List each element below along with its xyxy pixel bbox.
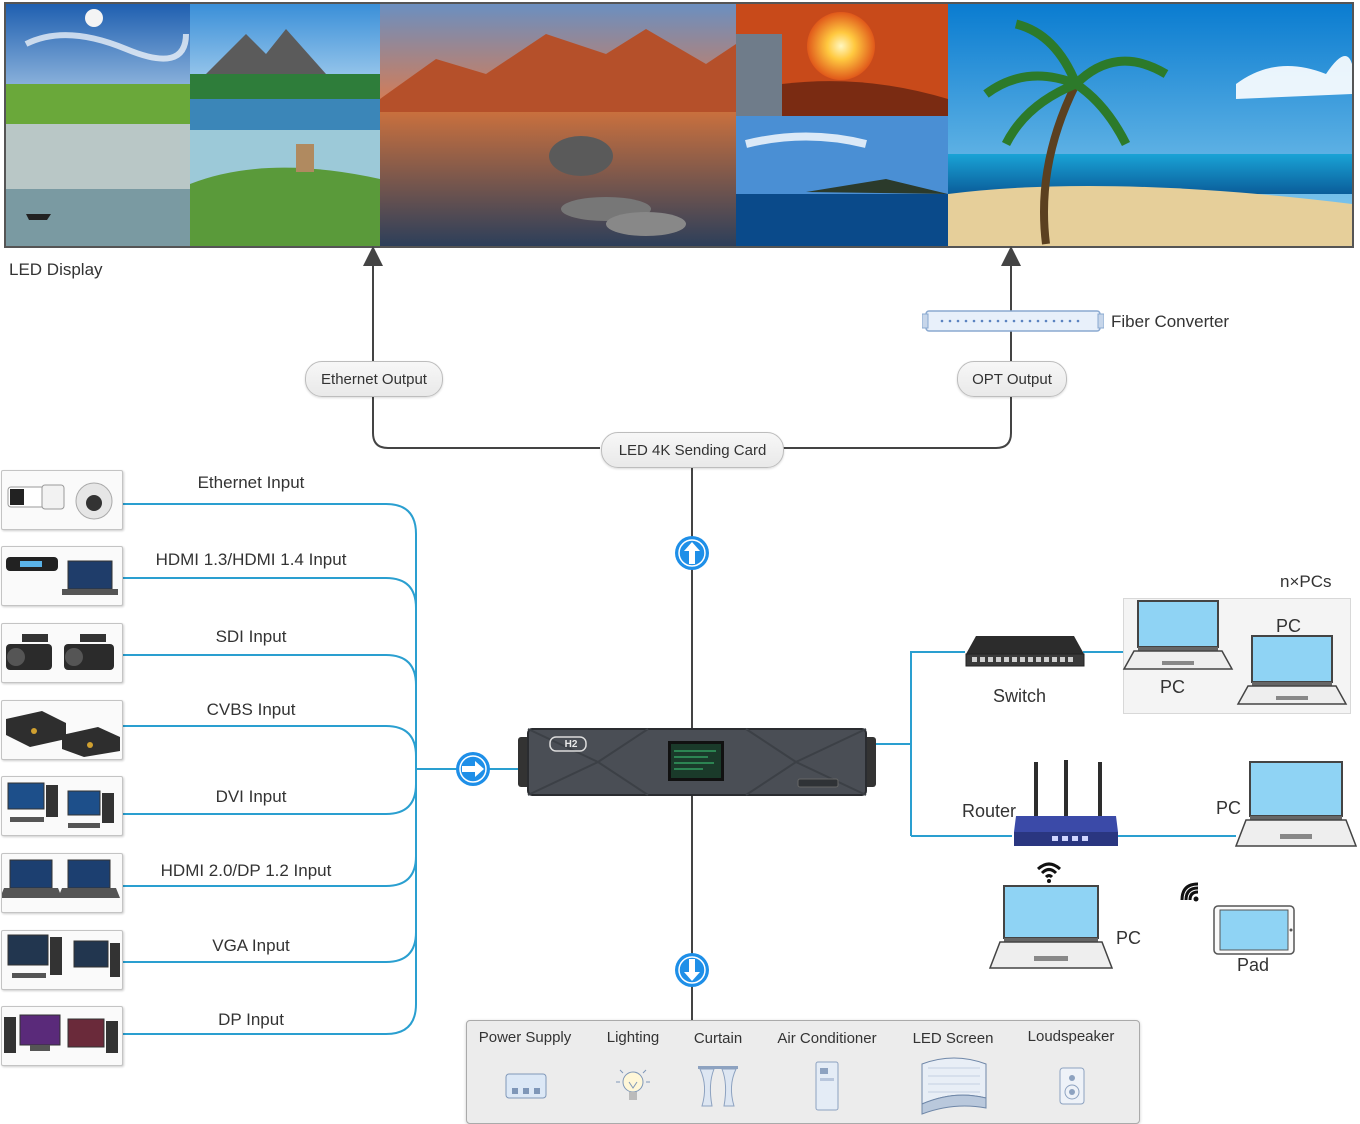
arrow-right-icon — [455, 751, 491, 787]
camcorder-device — [1, 623, 123, 683]
ip-camera-device — [1, 470, 123, 530]
led-display-wall — [4, 2, 1354, 248]
fiber-converter-label: Fiber Converter — [1111, 312, 1230, 331]
arrow-down-icon — [674, 952, 710, 988]
npcs-label: n×PCs — [1280, 572, 1332, 591]
power-supply-icon — [504, 1070, 548, 1102]
ethernet-output-pill: Ethernet Output — [305, 361, 443, 397]
pc-label: PC — [1276, 616, 1302, 636]
control-label-air-conditioner: Air Conditioner — [777, 1030, 877, 1047]
switch-icon — [964, 632, 1086, 672]
control-label-lighting: Lighting — [606, 1029, 660, 1046]
vga-pc-device — [1, 930, 123, 990]
control-label-led-screen: LED Screen — [912, 1030, 994, 1047]
control-devices-panel — [466, 1020, 1140, 1124]
led-display-label: LED Display — [9, 260, 103, 279]
curtain-icon — [696, 1064, 740, 1110]
loudspeaker-icon — [1058, 1066, 1086, 1106]
pc-label: PC — [1116, 928, 1142, 948]
led-screen-icon — [916, 1050, 992, 1116]
input-label-dvi: DVI Input — [215, 787, 287, 806]
led-display-images — [6, 4, 1352, 246]
media-player-device — [1, 546, 123, 606]
desktop-pc-device — [1, 776, 123, 836]
input-label-hdmi20: HDMI 2.0/DP 1.2 Input — [160, 861, 332, 880]
router-icon — [1012, 760, 1120, 850]
laptop-icon — [1234, 760, 1358, 850]
wifi-icon — [1036, 860, 1062, 884]
h2-brand-label: H2 — [564, 739, 578, 750]
control-label-curtain: Curtain — [693, 1030, 743, 1047]
laptop-icon — [1236, 632, 1348, 708]
air-conditioner-icon — [814, 1060, 840, 1112]
arrow-up-icon — [674, 535, 710, 571]
pc-label: PC — [1160, 677, 1186, 697]
cvbs-box-device — [1, 700, 123, 760]
router-label: Router — [962, 801, 1017, 821]
input-label-sdi: SDI Input — [215, 627, 287, 646]
laptop-icon — [1122, 597, 1234, 673]
control-label-power-supply: Power Supply — [478, 1029, 572, 1046]
pc-label: PC — [1216, 798, 1242, 818]
laptop-icon — [988, 884, 1114, 972]
laptop-device — [0, 853, 123, 913]
dp-pc-device — [1, 1006, 123, 1066]
sending-card-pill: LED 4K Sending Card — [601, 432, 784, 468]
input-label-cvbs: CVBS Input — [206, 700, 296, 719]
input-label-vga: VGA Input — [212, 936, 290, 955]
h2-processor — [518, 727, 876, 797]
fiber-converter-icon — [921, 308, 1105, 334]
input-label-ethernet: Ethernet Input — [197, 473, 305, 492]
wifi-signal-icon — [1178, 880, 1202, 904]
control-label-loudspeaker: Loudspeaker — [1027, 1028, 1115, 1045]
tablet-icon — [1212, 904, 1296, 956]
opt-output-pill: OPT Output — [957, 361, 1067, 397]
lighting-icon — [612, 1064, 654, 1110]
switch-label: Switch — [993, 686, 1047, 706]
input-label-hdmi14: HDMI 1.3/HDMI 1.4 Input — [155, 550, 347, 569]
input-label-dp: DP Input — [218, 1010, 284, 1029]
pad-label: Pad — [1237, 955, 1270, 975]
